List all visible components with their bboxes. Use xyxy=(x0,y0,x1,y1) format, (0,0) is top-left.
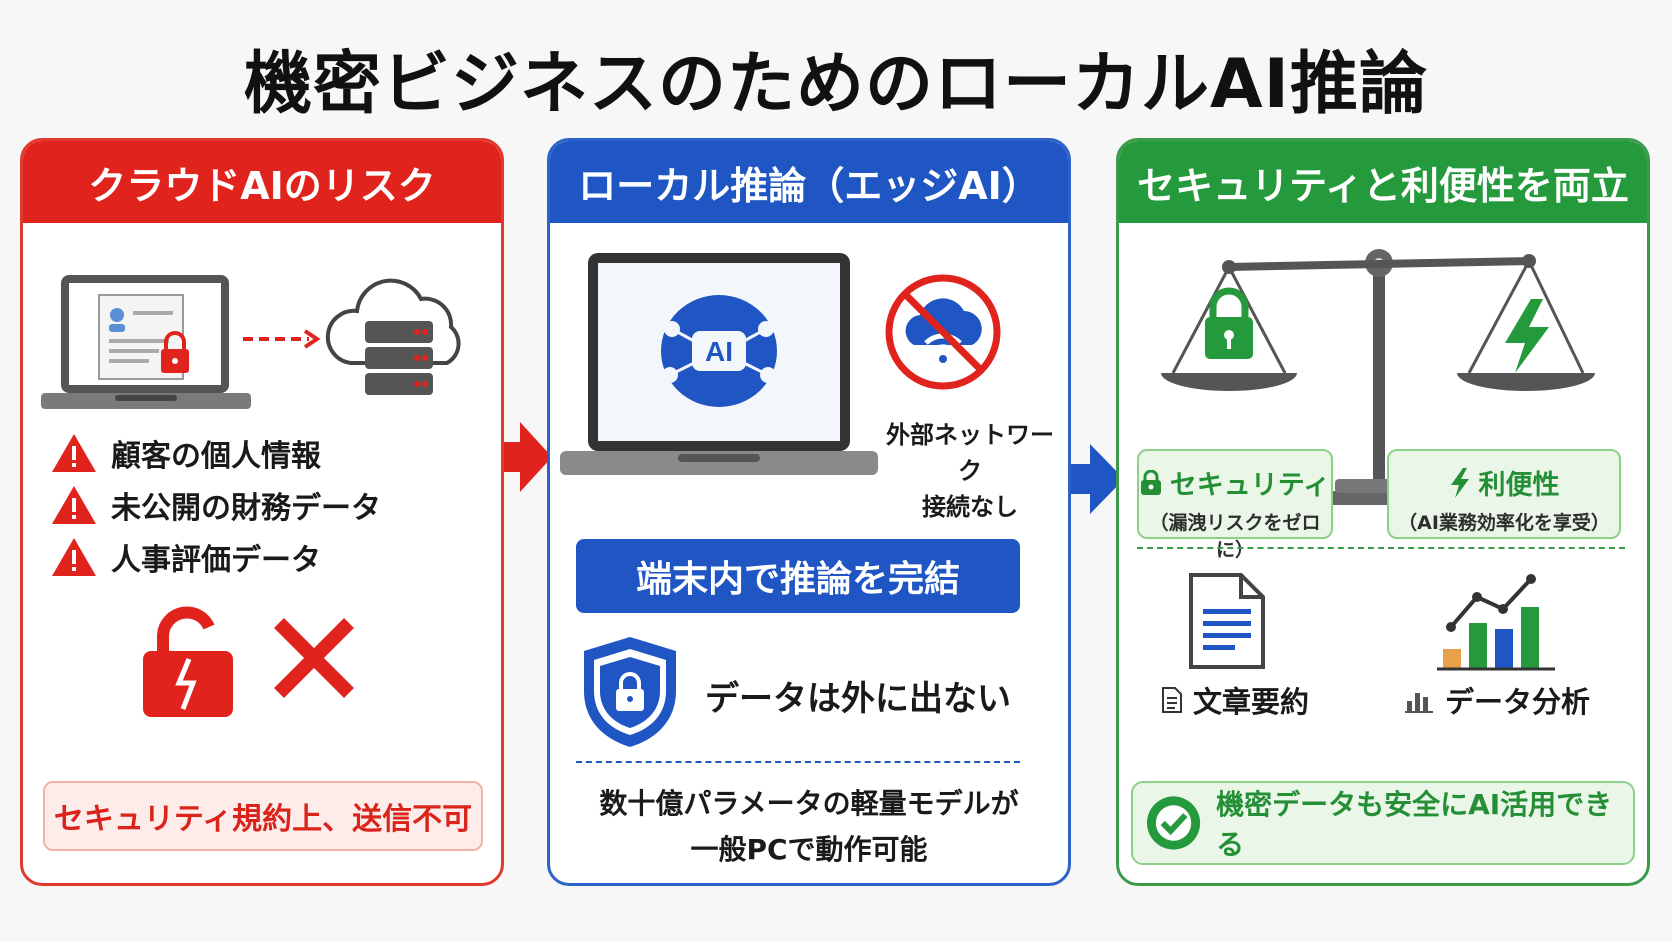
ai-chip-label: AI xyxy=(705,336,733,367)
lightweight-model-note: 数十億パラメータの軽量モデルが 一般PCで動作可能 xyxy=(599,787,1019,866)
lock-icon xyxy=(1140,469,1161,495)
risk-item: 人事評価データ xyxy=(51,535,321,579)
security-subtitle: （漏洩リスクをゼロに） xyxy=(1149,512,1321,561)
security-title: セキュリティ xyxy=(1169,470,1331,501)
balance-panel: セキュリティと利便性を両立 セキュリティ （漏洩リスクをゼロに） 利便性 xyxy=(1116,138,1650,886)
document-small-icon xyxy=(1162,687,1182,713)
no-network-icon xyxy=(885,274,1001,390)
feature-analysis: データ分析 xyxy=(1405,679,1590,721)
warning-icon xyxy=(52,434,96,472)
risk-item: 顧客の個人情報 xyxy=(51,431,321,475)
local-inference-header: ローカル推論（エッジAI） xyxy=(550,141,1068,223)
convenience-subtitle: （AI業務効率化を享受） xyxy=(1398,512,1610,534)
laptop-ai-icon: AI xyxy=(560,253,878,475)
lightning-icon xyxy=(1450,467,1469,498)
growth-chart-icon xyxy=(1437,574,1555,671)
cloud-risk-note: セキュリティ規約上、送信不可 xyxy=(43,781,483,851)
conclusion-box: 機密データも安全にAI活用できる xyxy=(1131,781,1635,865)
shield-lock-icon xyxy=(584,637,676,747)
security-box: セキュリティ （漏洩リスクをゼロに） xyxy=(1137,449,1333,561)
risk-item: 未公開の財務データ xyxy=(51,483,381,527)
on-device-banner: 端末内で推論を完結 xyxy=(576,539,1020,613)
conclusion-label: 機密データも安全にAI活用できる xyxy=(1216,788,1613,861)
no-network-label: 外部ネットワーク 接続なし xyxy=(886,421,1054,521)
cloud-risk-header: クラウドAIのリスク xyxy=(23,141,501,223)
cloud-server-icon xyxy=(325,278,461,395)
page-title: 機密ビジネスのためのローカルAI推論 xyxy=(244,45,1428,124)
feature-summary: 文章要約 xyxy=(1161,679,1309,721)
convenience-title: 利便性 xyxy=(1478,470,1560,501)
local-inference-panel: ローカル推論（エッジAI） AI 外部ネットワーク 接続なし 端末内で推論を完結 xyxy=(547,138,1071,886)
warning-icon xyxy=(52,486,96,524)
warning-icon xyxy=(52,538,96,576)
divider xyxy=(576,761,1020,763)
dashed-arrow-icon xyxy=(243,329,321,349)
bar-chart-small-icon xyxy=(1405,693,1433,713)
document-icon xyxy=(1189,573,1265,669)
feature-summary-label: 文章要約 xyxy=(1193,685,1310,719)
risk-item-label: 未公開の財務データ xyxy=(111,491,381,526)
risk-item-label: 顧客の個人情報 xyxy=(111,439,321,474)
laptop-document-icon xyxy=(41,275,251,409)
broken-lock-icon xyxy=(143,606,233,717)
cross-icon xyxy=(274,618,354,698)
risk-item-label: 人事評価データ xyxy=(111,543,321,578)
convenience-box: 利便性 （AI業務効率化を享受） xyxy=(1387,449,1621,539)
cloud-risk-panel: クラウドAIのリスク 顧客の個人情報 未公開の財務データ xyxy=(20,138,504,886)
divider xyxy=(1137,547,1625,549)
arrow-right-icon xyxy=(1054,444,1124,514)
balance-header: セキュリティと利便性を両立 xyxy=(1119,141,1647,223)
check-circle-icon xyxy=(1146,796,1201,850)
feature-analysis-label: データ分析 xyxy=(1445,685,1591,719)
data-stays-inside-label: データは外に出ない xyxy=(705,679,1011,719)
arrow-right-icon xyxy=(486,422,552,492)
